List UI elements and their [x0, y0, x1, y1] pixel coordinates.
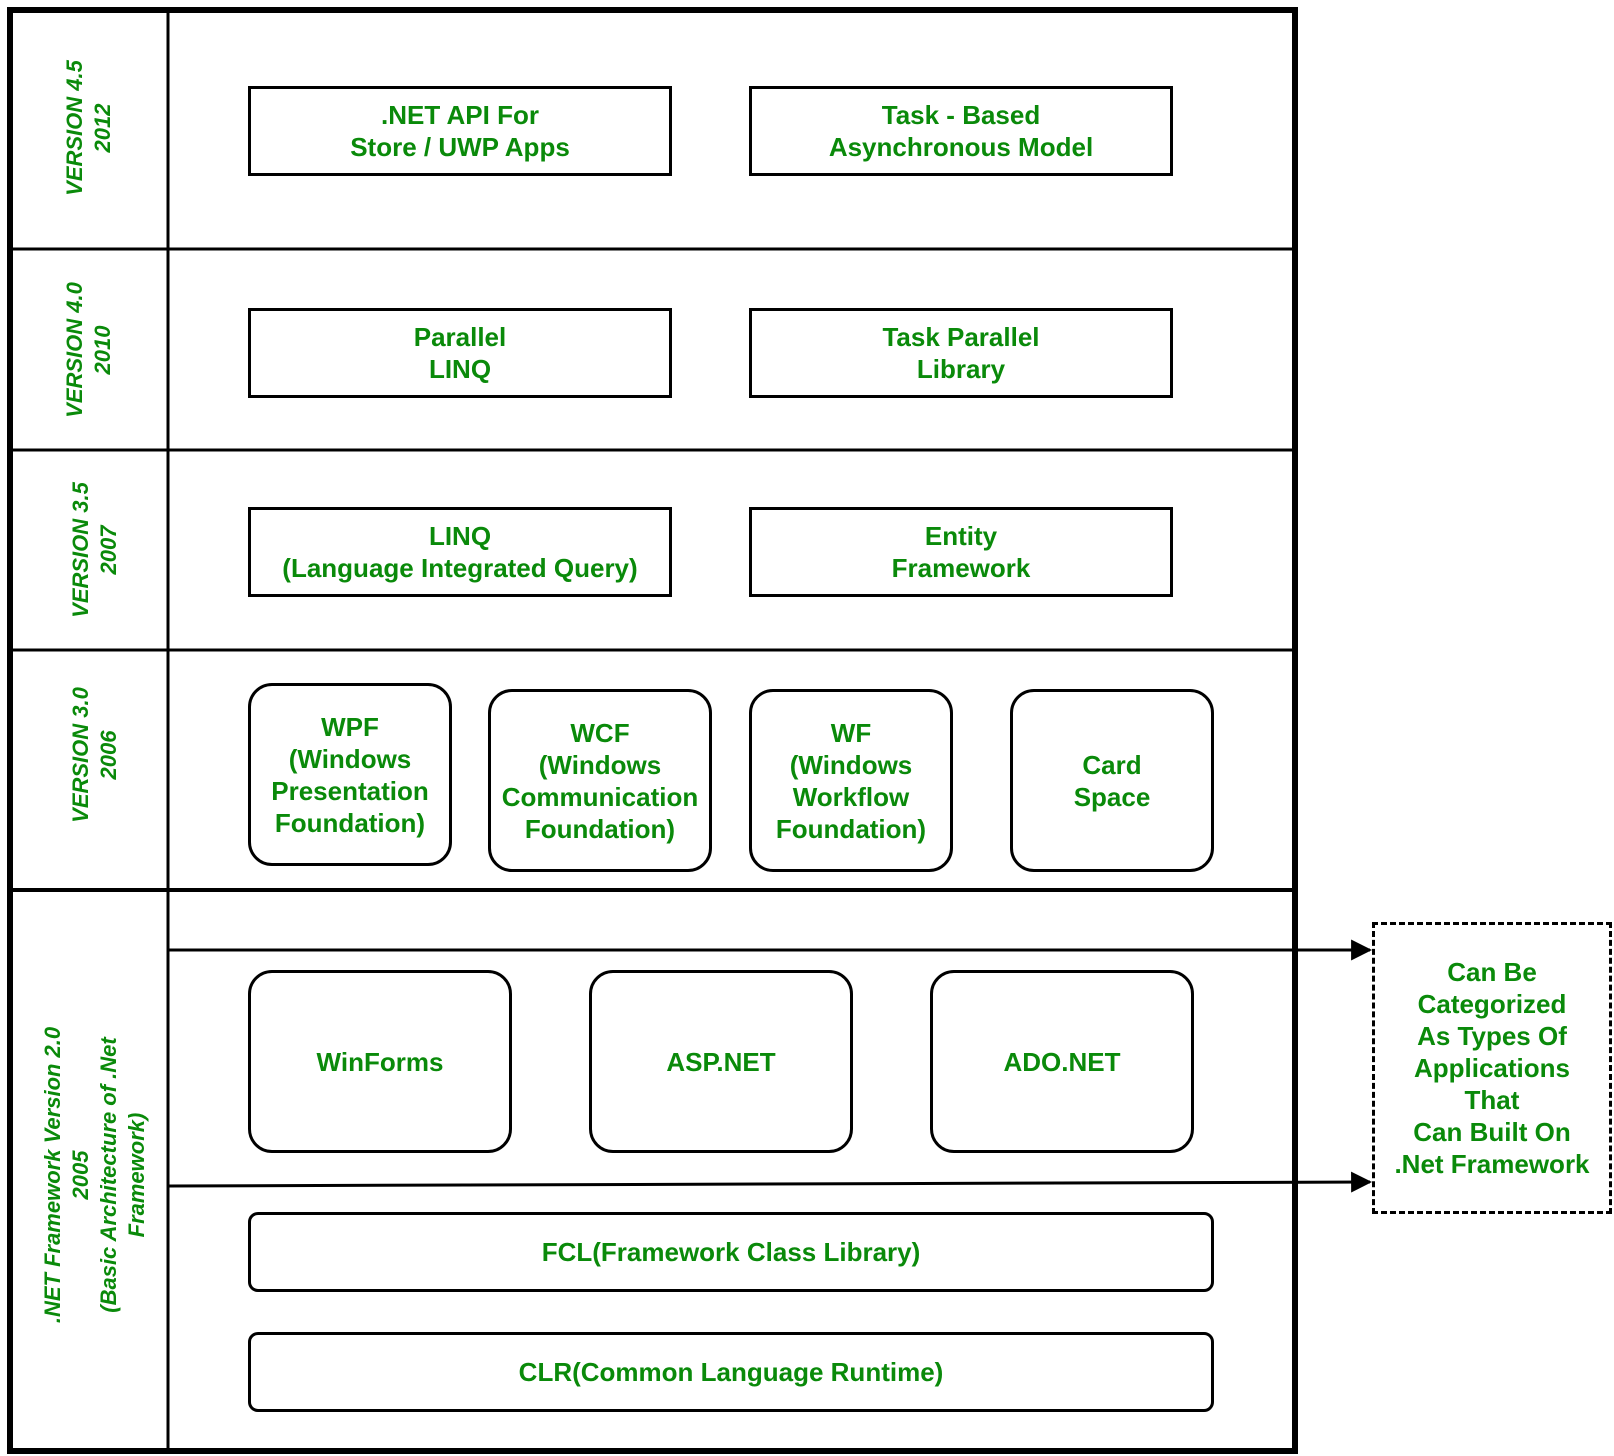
parallel-linq-box: Parallel LINQ [248, 308, 672, 398]
adonet-box: ADO.NET [930, 970, 1194, 1153]
cardspace-box: Card Space [1010, 689, 1214, 872]
version-label-3-5-text: VERSION 3.5 2007 [68, 482, 121, 618]
application-types-note: Can Be Categorized As Types Of Applicati… [1372, 922, 1612, 1214]
wcf-box: WCF (Windows Communication Foundation) [488, 689, 712, 872]
version-label-4-0-text: VERSION 4.0 2010 [62, 282, 115, 418]
wf-box: WF (Windows Workflow Foundation) [749, 689, 953, 872]
task-async-model-box: Task - Based Asynchronous Model [749, 86, 1173, 176]
fcl-box: FCL(Framework Class Library) [248, 1212, 1214, 1292]
linq-box: LINQ (Language Integrated Query) [248, 507, 672, 597]
winforms-box: WinForms [248, 970, 512, 1153]
version-label-4-5-text: VERSION 4.5 2012 [62, 60, 115, 196]
aspnet-box: ASP.NET [589, 970, 853, 1153]
store-uwp-api-box: .NET API For Store / UWP Apps [248, 86, 672, 176]
wpf-box: WPF (Windows Presentation Foundation) [248, 683, 452, 866]
task-parallel-library-box: Task Parallel Library [749, 308, 1173, 398]
arrow-bottom [167, 1171, 1373, 1193]
outer-border [7, 7, 1298, 1454]
version-label-3-0-text: VERSION 3.0 2006 [68, 687, 121, 823]
version-label-2-0-text: .NET Framework Version 2.0 2005 (Basic A… [40, 1026, 149, 1324]
clr-box: CLR(Common Language Runtime) [248, 1332, 1214, 1412]
entity-framework-box: Entity Framework [749, 507, 1173, 597]
